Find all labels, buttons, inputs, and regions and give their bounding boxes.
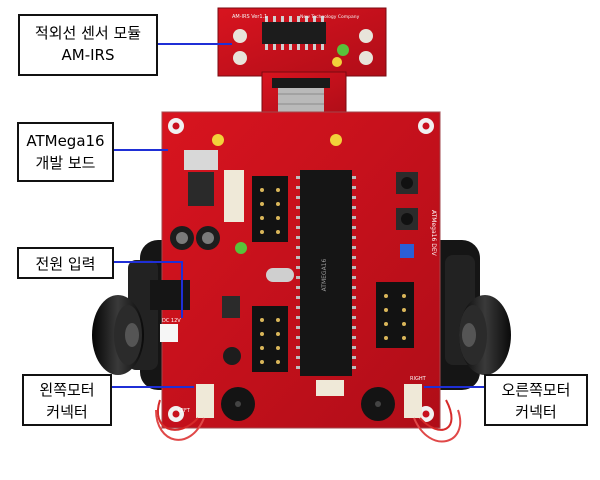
- left-wheel: [92, 295, 144, 375]
- callout-left-motor-connector: 왼쪽모터 커넥터: [22, 374, 112, 426]
- board-title-text: ATMega16 DEV: [430, 210, 437, 257]
- callout-board-line1: ATMega16: [26, 132, 105, 150]
- callout-power-input: 전원 입력: [17, 247, 114, 279]
- callout-irs-line1: 적외선 센서 모듈: [34, 24, 142, 42]
- leader-lines: [112, 43, 484, 388]
- callout-right-motor-connector: 오른쪽모터 커넥터: [484, 374, 588, 426]
- callout-power-line1: 전원 입력: [35, 255, 96, 273]
- right-connector-label: RIGHT: [410, 376, 427, 382]
- callout-irs-line2: AM-IRS: [61, 46, 115, 64]
- sensor-module-am-irs: AM-IRS Ver1.1 New Technology Company: [217, 7, 387, 77]
- left-connector-label: LEFT: [178, 408, 191, 414]
- sensor-company-text: New Technology Company: [300, 14, 360, 20]
- callout-left-line2: 커넥터: [46, 403, 88, 421]
- sensor-title-text: AM-IRS Ver1.1: [232, 14, 267, 20]
- dc-label: DC 12V: [162, 318, 181, 324]
- motor-wires: [155, 399, 462, 443]
- callout-infrared-sensor-module: 적외선 센서 모듈 AM-IRS: [18, 14, 158, 76]
- callout-left-line1: 왼쪽모터: [39, 381, 95, 399]
- callout-board-line2: 개발 보드: [35, 154, 96, 172]
- mcu-label: ATMEGA16: [321, 258, 328, 291]
- callout-right-line1: 오른쪽모터: [501, 381, 571, 399]
- atmega16-dev-board: ATMEGA16: [150, 111, 441, 429]
- callout-right-line2: 커넥터: [515, 403, 557, 421]
- leader-power: [114, 261, 183, 318]
- callout-atmega16-board: ATMega16 개발 보드: [17, 122, 114, 182]
- right-wheel: [459, 295, 511, 375]
